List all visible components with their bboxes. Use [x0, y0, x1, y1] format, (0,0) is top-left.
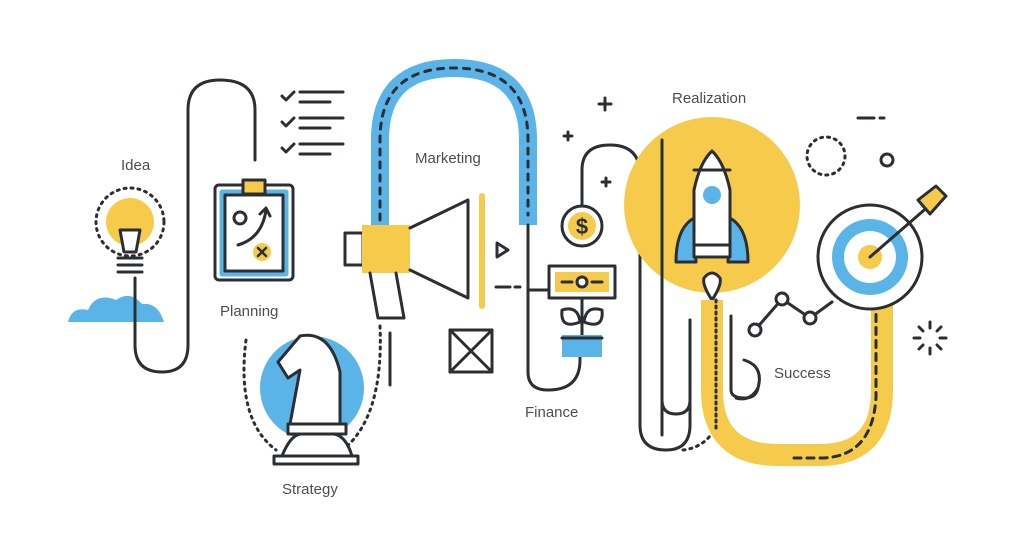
lightbulb-icon: [94, 186, 166, 274]
step-label-marketing: Marketing: [415, 150, 481, 167]
clipboard-icon: [213, 178, 295, 282]
rocket-icon: [674, 149, 750, 302]
target-icon: [816, 184, 948, 311]
step-label-strategy: Strategy: [282, 481, 338, 498]
step-label-planning: Planning: [220, 303, 279, 320]
checklist-icon: [280, 90, 345, 156]
cloud-icon: [68, 295, 164, 322]
chess-knight-icon: [260, 333, 364, 466]
decor-icons: [805, 116, 948, 356]
megaphone-icon: [343, 193, 522, 320]
crossed-box-icon: [448, 328, 494, 374]
dollar-coin-icon: $: [560, 204, 604, 248]
path-line: [526, 223, 582, 392]
step-label-idea: Idea: [121, 157, 151, 174]
path-line: [133, 78, 257, 374]
money-plant-icon: [547, 264, 617, 357]
step-label-finance: Finance: [525, 404, 579, 421]
svg-text:$: $: [576, 214, 588, 239]
step-label-realization: Realization: [672, 90, 747, 107]
step-label-success: Success: [774, 365, 831, 382]
trend-line-icon: [747, 291, 834, 338]
